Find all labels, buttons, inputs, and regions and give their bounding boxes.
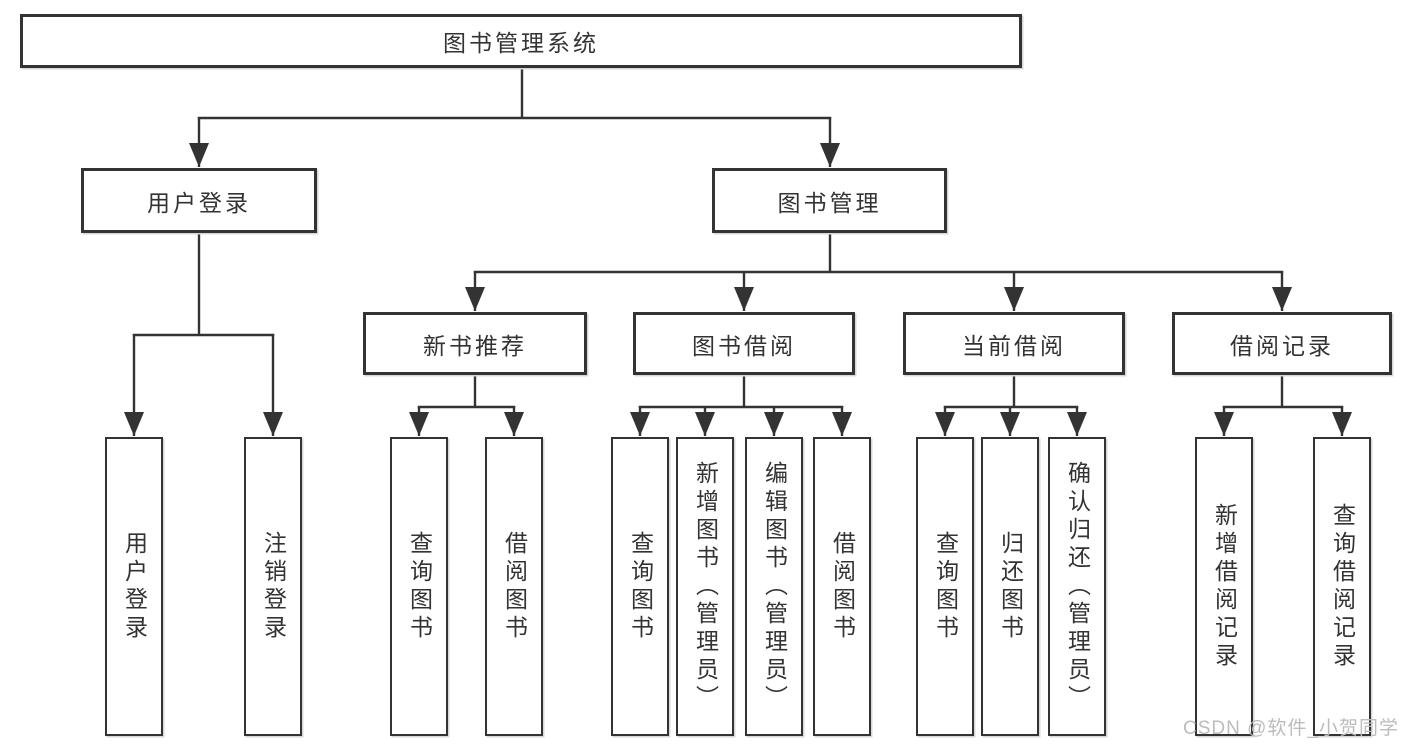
leaf-records-query-record-label: 查询借阅记录 (1329, 502, 1356, 671)
leaf-borrow-edit-books: 编辑图书（管理员） (745, 437, 803, 736)
node-user-login-label: 用户登录 (147, 189, 251, 216)
node-book-management: 图书管理 (712, 168, 947, 233)
node-borrow-records-label: 借阅记录 (1230, 332, 1334, 359)
leaf-borrow-query-books: 查询图书 (611, 437, 669, 736)
node-new-book-recommend: 新书推荐 (363, 312, 587, 375)
leaf-user-login-label: 用户登录 (121, 530, 148, 643)
leaf-borrow-borrow-books-label: 借阅图书 (829, 530, 856, 643)
leaf-logout: 注销登录 (244, 437, 302, 736)
leaf-records-query-record: 查询借阅记录 (1313, 437, 1371, 736)
leaf-logout-label: 注销登录 (260, 530, 287, 643)
node-root-label: 图书管理系统 (443, 30, 599, 56)
node-current-borrow: 当前借阅 (903, 312, 1125, 375)
leaf-borrow-add-books-label: 新增图书（管理员） (692, 460, 719, 713)
leaf-recommend-query-books-label: 查询图书 (406, 530, 433, 643)
leaf-current-return-books: 归还图书 (981, 437, 1039, 736)
leaf-current-confirm-return: 确认归还（管理员） (1048, 437, 1106, 736)
leaf-recommend-borrow-books: 借阅图书 (485, 437, 543, 736)
node-user-login: 用户登录 (81, 168, 317, 233)
leaf-current-confirm-return-label: 确认归还（管理员） (1064, 460, 1091, 713)
leaf-records-add-record: 新增借阅记录 (1195, 437, 1253, 736)
node-root: 图书管理系统 (20, 14, 1022, 68)
node-current-borrow-label: 当前借阅 (962, 332, 1066, 359)
leaf-recommend-borrow-books-label: 借阅图书 (501, 530, 528, 643)
node-new-book-recommend-label: 新书推荐 (423, 332, 527, 359)
leaf-current-query-books-label: 查询图书 (932, 530, 959, 643)
leaf-current-return-books-label: 归还图书 (997, 530, 1024, 643)
leaf-user-login: 用户登录 (105, 437, 163, 736)
node-book-borrow: 图书借阅 (633, 312, 855, 375)
leaf-borrow-borrow-books: 借阅图书 (813, 437, 871, 736)
node-book-borrow-label: 图书借阅 (692, 332, 796, 359)
leaf-borrow-edit-books-label: 编辑图书（管理员） (761, 460, 788, 713)
leaf-borrow-query-books-label: 查询图书 (627, 530, 654, 643)
leaf-current-query-books: 查询图书 (916, 437, 974, 736)
csdn-watermark: CSDN @软件_小贺同学 (1183, 718, 1399, 739)
node-borrow-records: 借阅记录 (1172, 312, 1392, 375)
leaf-recommend-query-books: 查询图书 (390, 437, 448, 736)
leaf-borrow-add-books: 新增图书（管理员） (676, 437, 734, 736)
node-book-management-label: 图书管理 (777, 189, 882, 216)
leaf-records-add-record-label: 新增借阅记录 (1211, 502, 1238, 671)
